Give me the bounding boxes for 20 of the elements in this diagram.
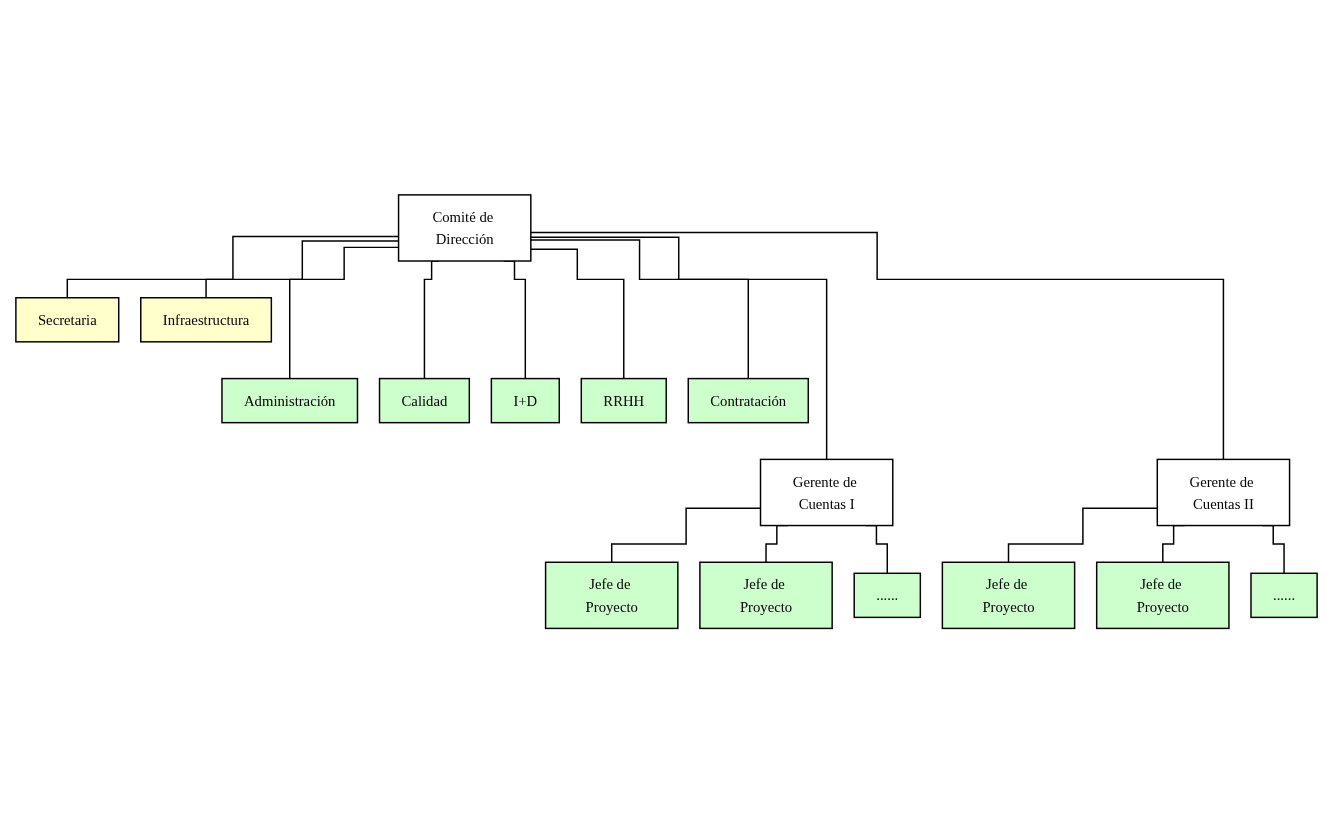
node-box: Administración [221, 377, 359, 424]
node-box: Calidad [378, 377, 471, 424]
node-box: Comité de Dirección [397, 194, 532, 262]
connector [530, 231, 1225, 460]
node-box: Gerente de Cuentas I [759, 458, 894, 527]
node-box: Infraestructura [140, 296, 273, 343]
connector [530, 236, 828, 460]
node-box: ...... [853, 572, 922, 618]
node-box: ...... [1250, 572, 1318, 618]
node-box: I+D [490, 377, 560, 424]
node-box: RRHH [580, 377, 667, 424]
connector [530, 248, 625, 380]
node-box: Jefe de Proyecto [1095, 561, 1230, 629]
node-box: Contratación [687, 377, 809, 424]
connector [530, 239, 749, 380]
node-box: Gerente de Cuentas II [1156, 458, 1291, 527]
node-box: Jefe de Proyecto [544, 561, 679, 629]
node-box: Secretaria [15, 296, 120, 343]
node-box: Jefe de Proyecto [941, 561, 1076, 629]
node-box: Jefe de Proyecto [699, 561, 833, 629]
